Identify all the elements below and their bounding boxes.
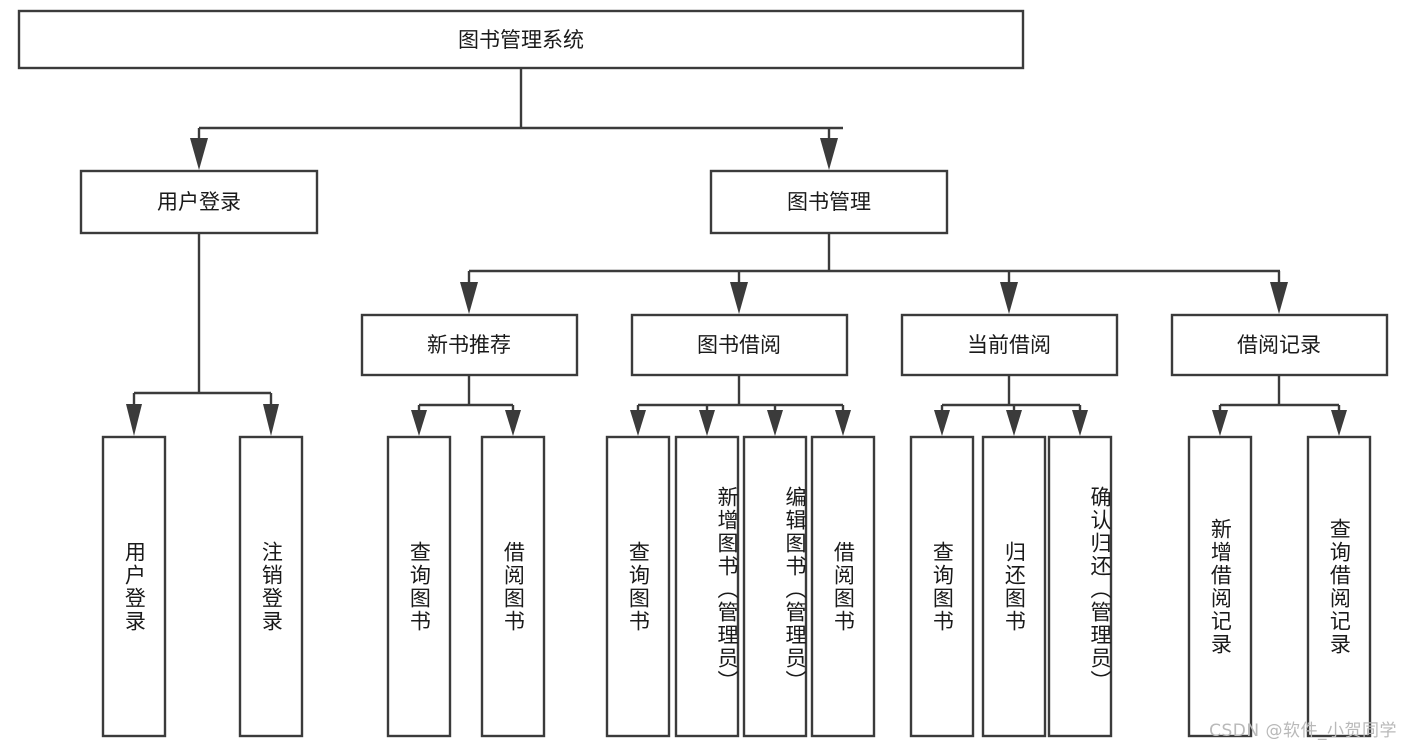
arrow-head-icon (820, 138, 838, 170)
connector-userlogin-to-leaves (126, 233, 279, 436)
node-new-book-recommend-label: 新书推荐 (427, 333, 511, 357)
arrow-head-icon (190, 138, 208, 170)
arrow-head-icon (1072, 410, 1088, 436)
arrow-head-icon (934, 410, 950, 436)
arrow-head-icon (630, 410, 646, 436)
arrow-head-icon (1331, 410, 1347, 436)
node-borrow-record[interactable]: 借阅记录 (1170, 313, 1389, 377)
connector-booksmgmt-to-level3 (460, 233, 1288, 314)
leaf-box-query-borrow-record[interactable] (1306, 435, 1372, 738)
leaf-box-add-book-admin[interactable] (674, 435, 740, 738)
arrow-head-icon (1006, 410, 1022, 436)
node-current-borrow-box (900, 313, 1119, 377)
arrow-head-icon (126, 404, 142, 436)
leaf-box-add-borrow-record[interactable] (1187, 435, 1253, 738)
arrow-head-icon (1212, 410, 1228, 436)
leaf-box-borrow-book-new[interactable] (480, 435, 546, 738)
node-book-management-box (709, 169, 949, 235)
node-book-management-label: 图书管理 (787, 190, 871, 214)
arrow-head-icon (1000, 282, 1018, 314)
node-user-login[interactable]: 用户登录 (79, 169, 319, 235)
leaf-box-confirm-return-admin[interactable] (1047, 435, 1113, 738)
node-borrow-record-box (1170, 313, 1389, 377)
node-new-book-recommend-box (360, 313, 579, 377)
connector-bookborrow-to-leaves (630, 375, 851, 436)
node-book-management[interactable]: 图书管理 (709, 169, 949, 235)
node-root-box (17, 9, 1025, 70)
arrow-head-icon (505, 410, 521, 436)
node-book-borrow[interactable]: 图书借阅 (630, 313, 849, 377)
leaf-box-return-book[interactable] (981, 435, 1047, 738)
node-current-borrow-label: 当前借阅 (967, 333, 1051, 357)
arrow-head-icon (411, 410, 427, 436)
connector-root-to-level2 (190, 68, 843, 170)
arrow-head-icon (460, 282, 478, 314)
node-root[interactable]: 图书管理系统 (17, 9, 1025, 70)
node-book-borrow-box (630, 313, 849, 377)
node-new-book-recommend[interactable]: 新书推荐 (360, 313, 579, 377)
connector-currentborrow-to-leaves (934, 375, 1088, 436)
watermark: CSDN @软件_小贺同学 (1209, 721, 1397, 741)
arrow-head-icon (699, 410, 715, 436)
connector-newbooks-to-leaves (411, 375, 521, 436)
arrow-head-icon (1270, 282, 1288, 314)
arrow-head-icon (835, 410, 851, 436)
node-current-borrow[interactable]: 当前借阅 (900, 313, 1119, 377)
arrow-head-icon (263, 404, 279, 436)
node-user-login-label: 用户登录 (157, 190, 241, 214)
leaf-box-logout[interactable] (238, 435, 304, 738)
node-root-label: 图书管理系统 (458, 28, 584, 52)
leaf-box-query-book-current[interactable] (909, 435, 975, 738)
connector-borrowrecord-to-leaves (1212, 375, 1347, 436)
leaf-box-query-book-new[interactable] (386, 435, 452, 738)
leaf-box-borrow-book[interactable] (810, 435, 876, 738)
node-user-login-box (79, 169, 319, 235)
node-borrow-record-label: 借阅记录 (1237, 333, 1321, 357)
node-book-borrow-label: 图书借阅 (697, 333, 781, 357)
arrow-head-icon (730, 282, 748, 314)
leaf-box-edit-book-admin[interactable] (742, 435, 808, 738)
arrow-head-icon (767, 410, 783, 436)
leaf-box-user-login[interactable] (101, 435, 167, 738)
leaf-box-query-book-borrow[interactable] (605, 435, 671, 738)
